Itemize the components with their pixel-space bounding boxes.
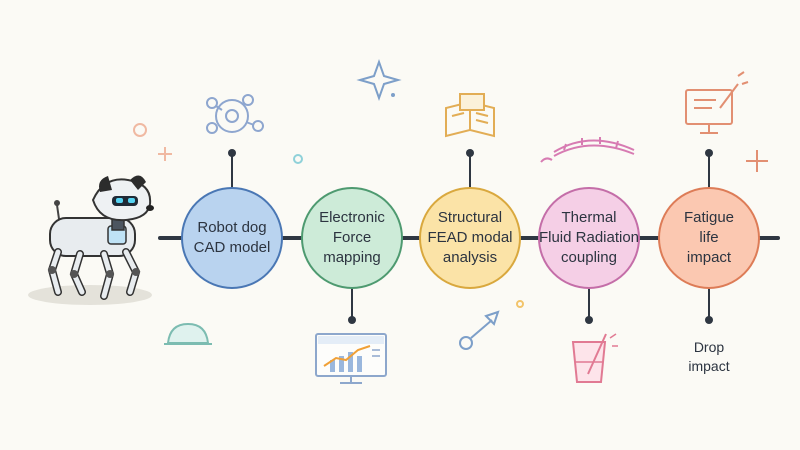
step-1-line-2: CAD model — [193, 239, 271, 256]
step-label-fatigue-impact: Fatigue life impact — [657, 208, 761, 268]
step-1-line-1: Robot dog — [197, 219, 267, 236]
plus-sparkle-icon — [158, 147, 172, 161]
gear-linkage-icon — [206, 94, 264, 134]
step-label-cad-model: Robot dog CAD model — [180, 218, 284, 258]
step-5-line-3: impact — [686, 249, 732, 266]
step-circle-fatigue-impact — [658, 187, 760, 289]
step-3-line-2: FEAD modal — [427, 229, 513, 246]
probe-key-icon — [459, 310, 500, 350]
stem-dot-5-bottom — [705, 316, 713, 324]
stem-dot-2 — [348, 316, 356, 324]
step-circle-force-mapping — [301, 187, 403, 289]
stem-dot-5-top — [705, 149, 713, 157]
stem-dot-3 — [466, 149, 474, 157]
step-4-line-2: Fluid Radiation — [538, 229, 640, 246]
stem-dot-4 — [585, 316, 593, 324]
branch-line-2: impact — [688, 358, 730, 374]
step-2-line-3: mapping — [323, 249, 381, 266]
plus-sparkle-icon-right — [746, 150, 768, 172]
step-4-line-1: Thermal — [561, 209, 617, 226]
step-3-line-1: Structural — [437, 209, 503, 226]
drawing-monitor-icon — [685, 71, 749, 134]
step-circle-modal-analysis — [419, 187, 521, 289]
step-label-modal-analysis: Structural FEAD modal analysis — [418, 208, 522, 268]
step-5-line-2: life — [699, 229, 719, 246]
book-document-icon — [445, 93, 495, 138]
sparkle-star-icon — [356, 59, 402, 101]
stem-dot-1 — [228, 149, 236, 157]
branch-line-1: Drop — [693, 339, 725, 355]
sparkle-dot-icon — [391, 93, 395, 97]
decorative-circle-icon — [133, 123, 147, 137]
thermal-arc-icon — [540, 137, 635, 163]
decorative-dot-icon — [293, 154, 303, 164]
step-2-line-1: Electronic — [319, 209, 385, 226]
step-label-force-mapping: Electronic Force mapping — [300, 208, 404, 268]
step-circle-thermal-coupling — [538, 187, 640, 289]
hard-hat-icon — [164, 322, 212, 345]
decorative-small-dot-icon — [516, 300, 524, 308]
robot-dog-icon — [28, 175, 154, 305]
beaker-glass-icon — [571, 333, 618, 383]
step-4-line-3: coupling — [561, 249, 617, 266]
branch-label-drop-impact: Drop impact — [669, 338, 749, 376]
step-2-line-2: Force — [332, 229, 372, 246]
step-5-line-1: Fatigue — [683, 209, 735, 226]
step-label-thermal-coupling: Thermal Fluid Radiation coupling — [535, 208, 643, 268]
step-3-line-3: analysis — [442, 249, 498, 266]
chart-monitor-icon — [315, 333, 387, 384]
step-circle-cad-model — [181, 187, 283, 289]
